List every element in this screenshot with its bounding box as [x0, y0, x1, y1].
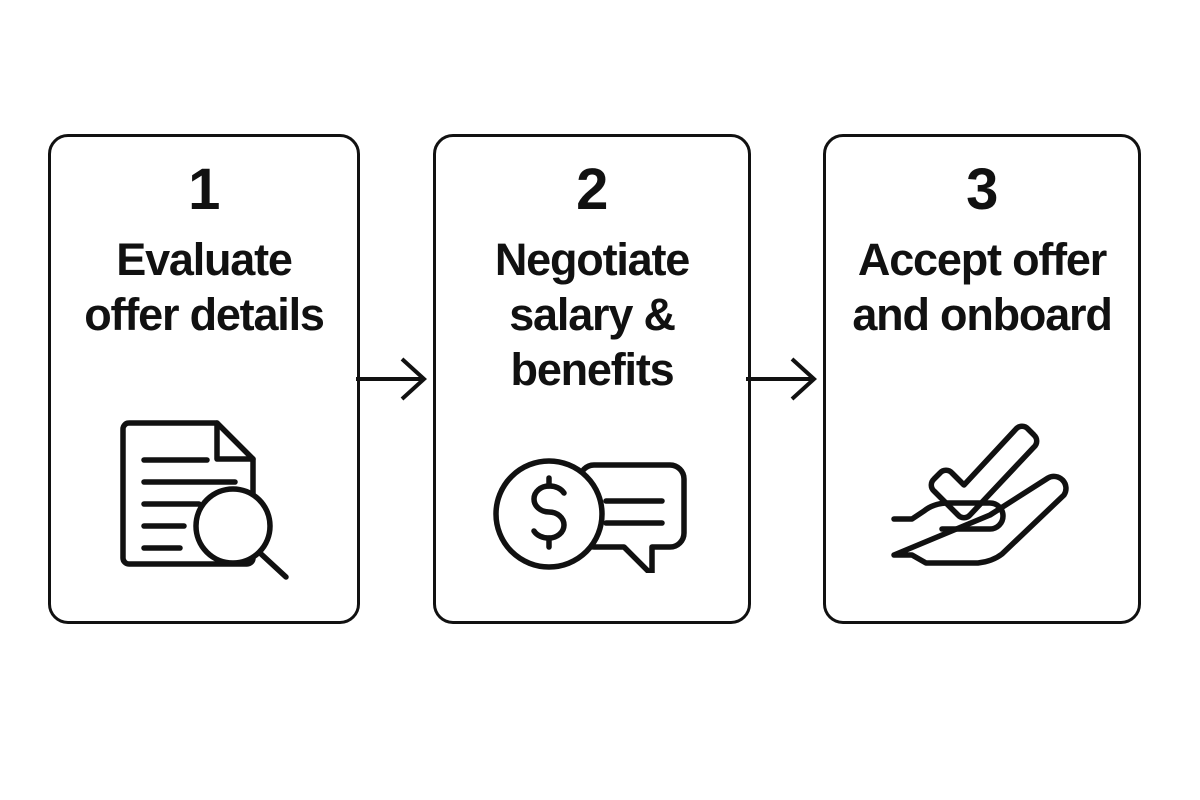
money-chat-icon	[493, 458, 687, 573]
step-3-icon-wrap	[826, 423, 1138, 575]
step-card-2[interactable]: 2 Negotiate salary & benefits	[433, 134, 751, 624]
step-2-icon-wrap	[436, 457, 748, 573]
connector-arrow-2	[746, 357, 826, 401]
step-1-icon-wrap	[51, 413, 357, 581]
step-1-text: 1 Evaluate offer details	[37, 161, 371, 343]
arrow-right-icon	[746, 357, 817, 401]
step-1-number: 1	[188, 157, 220, 222]
step-2-number: 2	[576, 157, 608, 222]
step-3-text: 3 Accept offer and onboard	[812, 161, 1152, 343]
document-magnifier-icon	[120, 420, 289, 580]
step-card-3[interactable]: 3 Accept offer and onboard	[823, 134, 1141, 624]
step-3-number: 3	[966, 157, 998, 222]
step-1-label: Evaluate offer details	[84, 234, 325, 340]
step-3-label: Accept offer and onboard	[852, 234, 1112, 340]
step-2-label: Negotiate salary & benefits	[494, 234, 690, 395]
hand-checkmark-icon	[891, 423, 1069, 566]
step-card-1[interactable]: 1 Evaluate offer details	[48, 134, 360, 624]
arrow-right-icon	[356, 357, 427, 401]
step-2-text: 2 Negotiate salary & benefits	[422, 161, 762, 398]
connector-arrow-1	[356, 357, 436, 401]
